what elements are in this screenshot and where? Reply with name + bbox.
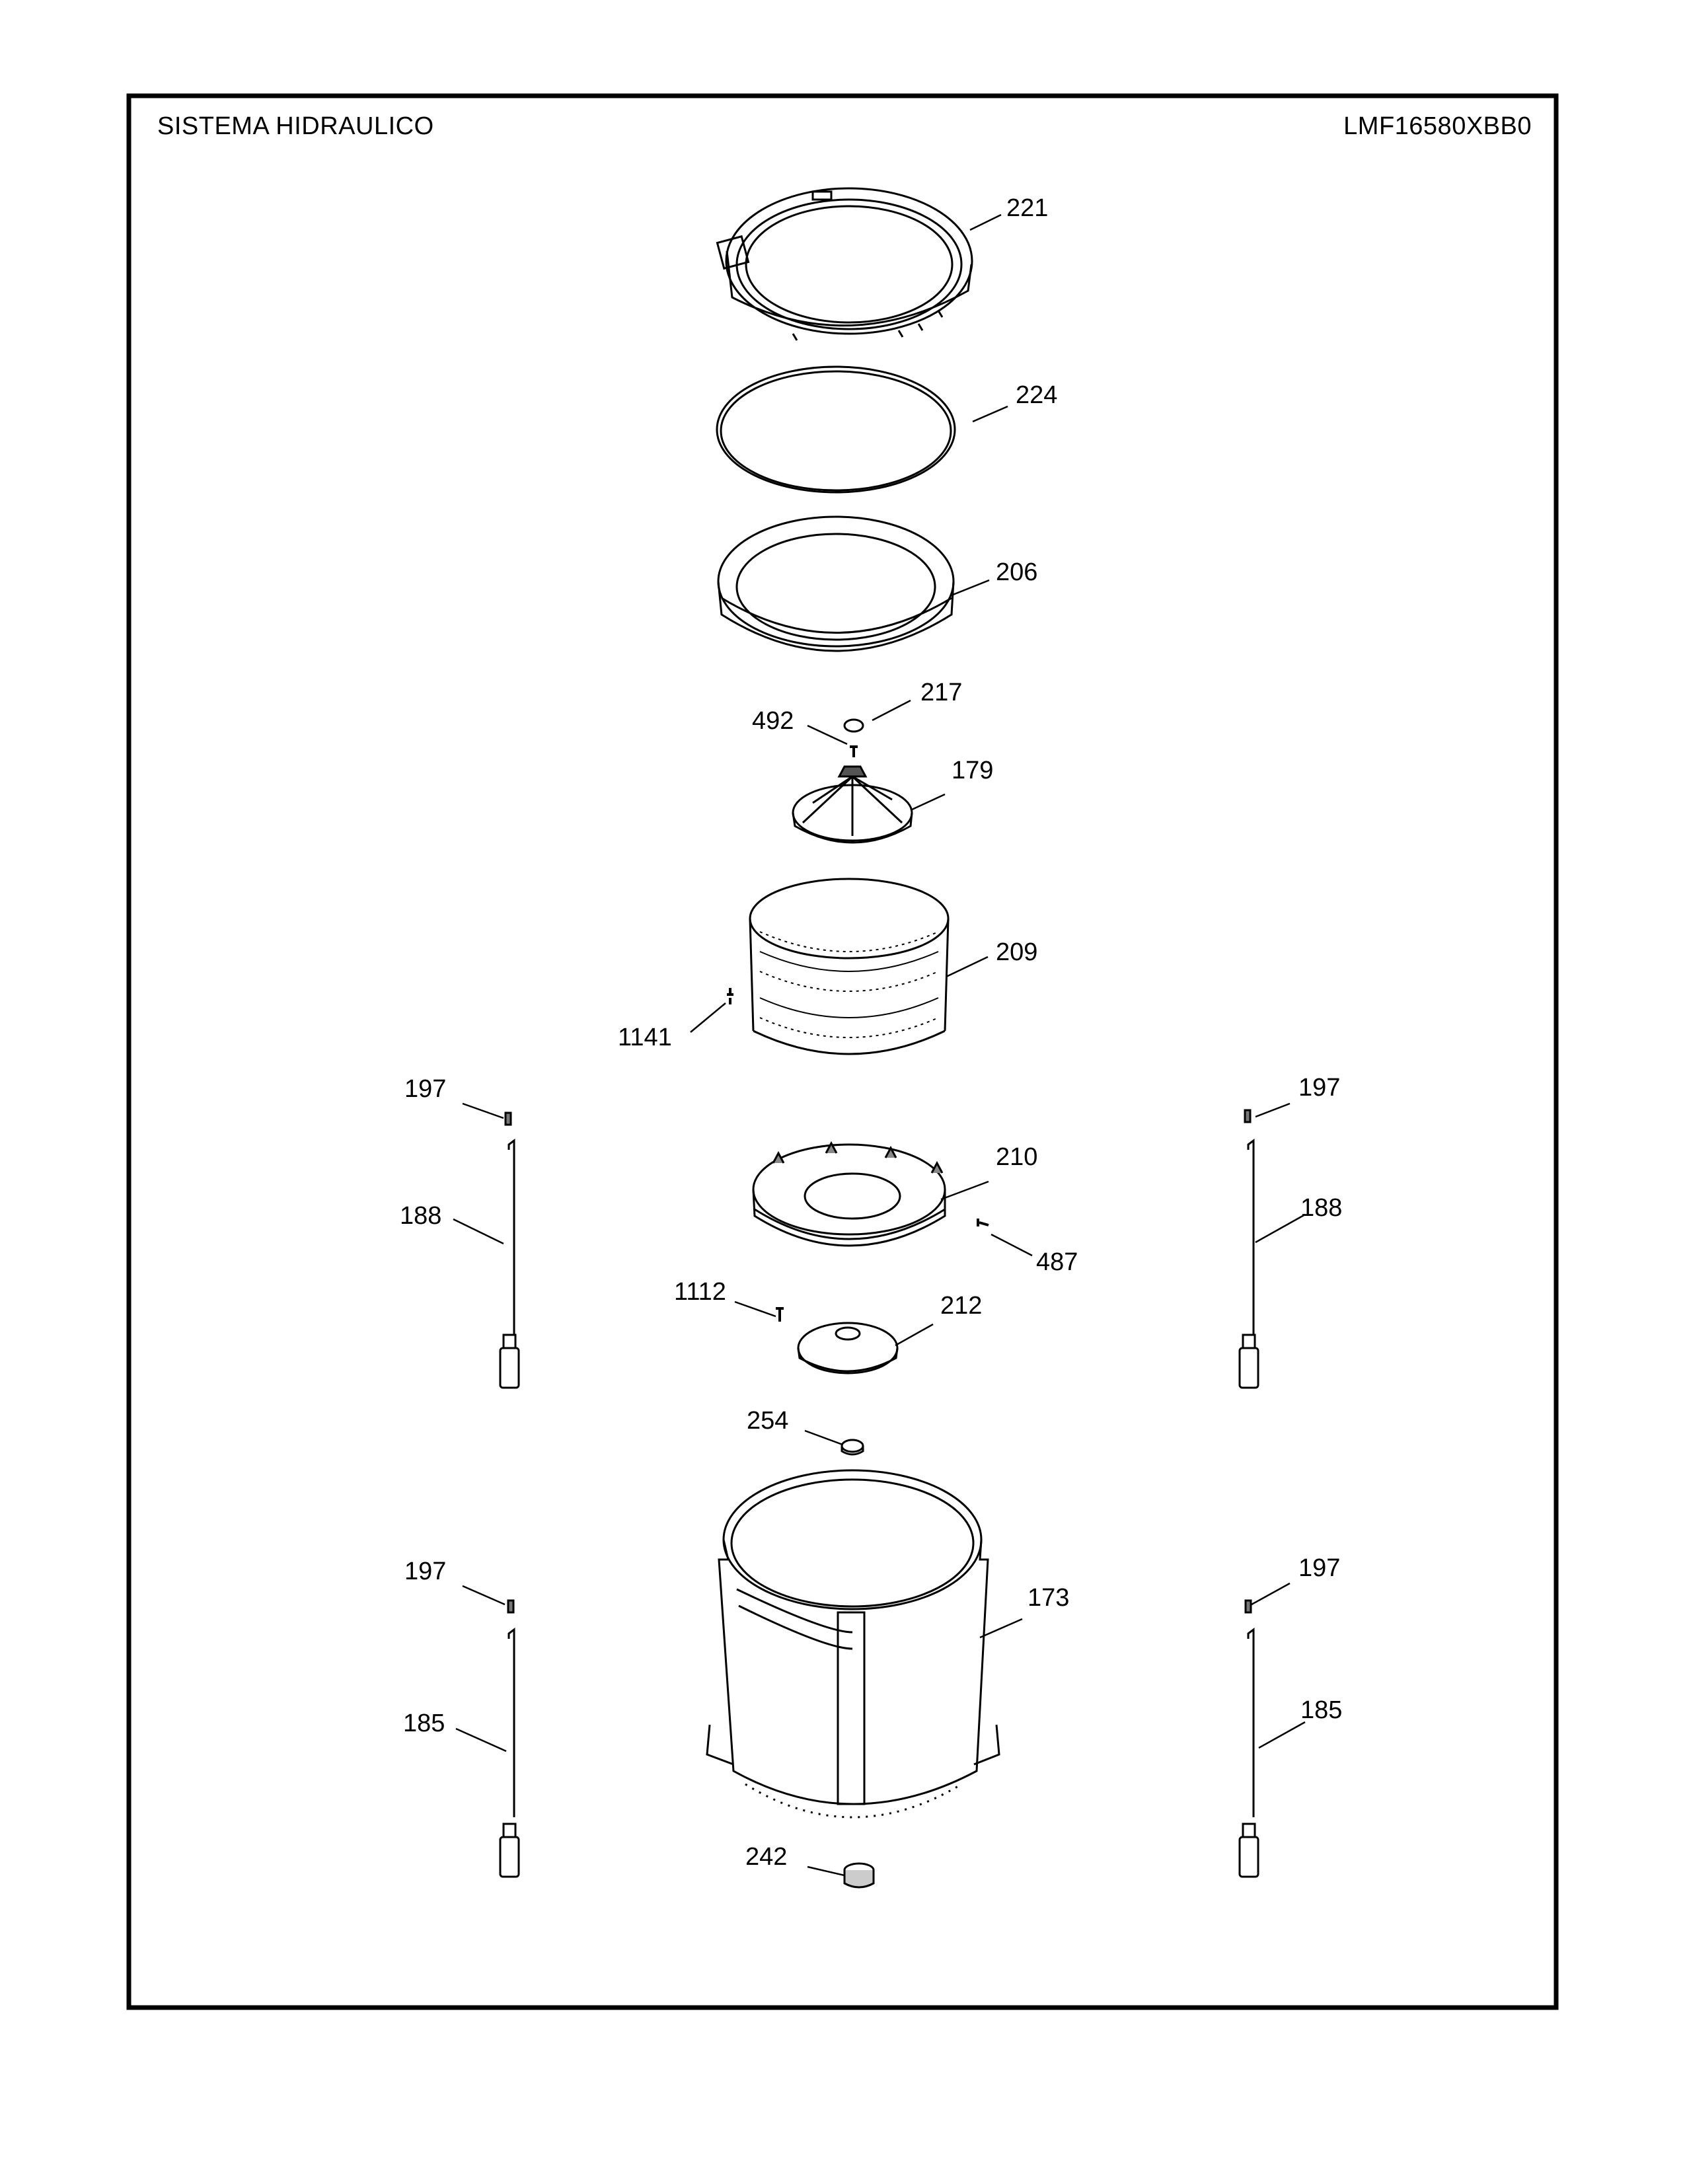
callout-188-left: 188 xyxy=(400,1202,441,1230)
part-179-pulsator xyxy=(792,765,913,844)
part-1141-screw xyxy=(727,988,733,1004)
part-210-basket-bottom xyxy=(752,1141,946,1247)
part-212-flange xyxy=(797,1322,899,1374)
callout-242: 242 xyxy=(745,1843,787,1871)
callout-197-lower-left: 197 xyxy=(404,1558,446,1585)
callout-197-lower-right: 197 xyxy=(1298,1554,1340,1582)
leader-lines xyxy=(453,213,1306,1877)
part-173-outer-tub xyxy=(706,1469,1000,1819)
part-242-plug xyxy=(843,1862,875,1889)
part-492-screw xyxy=(850,745,858,757)
callout-1141: 1141 xyxy=(618,1024,672,1051)
callout-1112: 1112 xyxy=(674,1278,726,1306)
callout-197-upper-left: 197 xyxy=(404,1075,446,1103)
part-217-cap xyxy=(843,718,864,733)
part-254-nut xyxy=(841,1439,864,1456)
page-frame xyxy=(126,93,1559,2010)
callout-209: 209 xyxy=(996,938,1037,966)
callout-173: 173 xyxy=(1028,1584,1069,1612)
suspension-rod-185-right xyxy=(1238,1599,1259,1878)
part-487-screw xyxy=(977,1219,989,1226)
suspension-rod-185-left xyxy=(499,1599,520,1878)
callout-185-left: 185 xyxy=(403,1710,445,1737)
model-number: LMF16580XBB0 xyxy=(1343,112,1532,140)
diagram-title: SISTEMA HIDRAULICO xyxy=(157,112,434,140)
callout-224: 224 xyxy=(1016,381,1057,409)
callout-254: 254 xyxy=(747,1407,788,1435)
callout-197-upper-right: 197 xyxy=(1298,1074,1340,1102)
callout-221: 221 xyxy=(1006,194,1048,222)
part-206-balance-ring xyxy=(717,515,955,652)
callout-185-right: 185 xyxy=(1300,1696,1342,1724)
callout-217: 217 xyxy=(920,679,962,706)
part-1112-bolt xyxy=(776,1307,784,1322)
part-224-seal-ring xyxy=(716,365,956,494)
callout-labels: 221 224 206 217 492 179 209 1141 197 197… xyxy=(400,194,1342,1871)
callout-487: 487 xyxy=(1036,1248,1078,1276)
suspension-rod-188-right xyxy=(1238,1109,1259,1389)
callout-212: 212 xyxy=(940,1292,982,1320)
callout-492: 492 xyxy=(752,707,794,735)
part-209-wash-basket xyxy=(749,878,950,1055)
part-221-tub-cover xyxy=(716,187,973,341)
callout-179: 179 xyxy=(952,757,993,784)
callout-206: 206 xyxy=(996,558,1037,586)
callout-188-right: 188 xyxy=(1300,1194,1342,1222)
callout-210: 210 xyxy=(996,1143,1037,1171)
suspension-rod-188-left xyxy=(499,1111,520,1389)
